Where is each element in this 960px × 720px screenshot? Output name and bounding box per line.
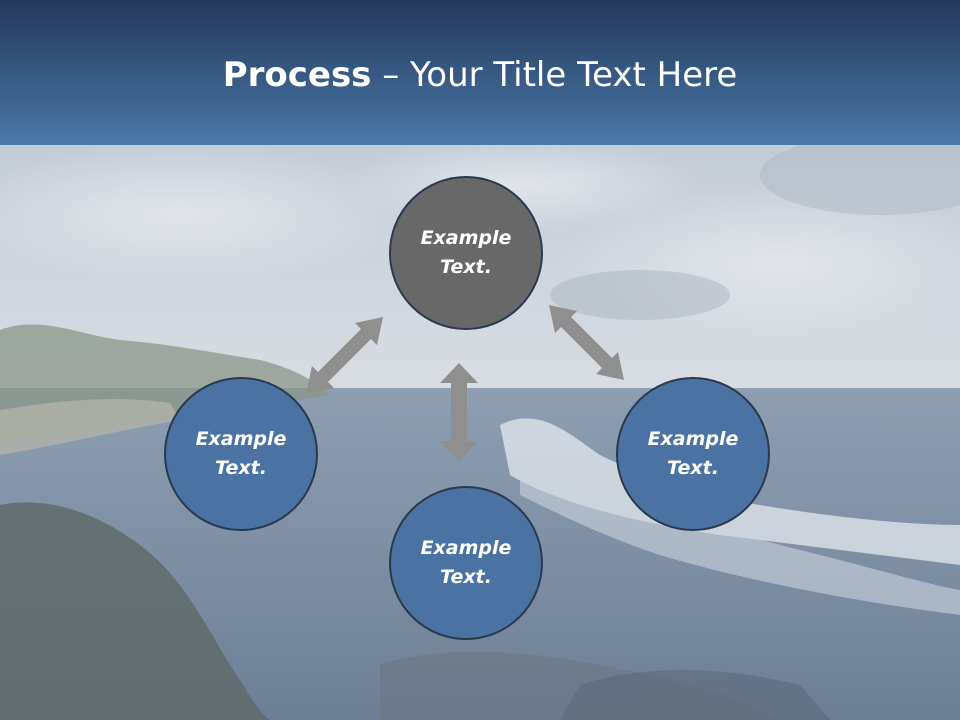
slide-header: Process – Your Title Text Here bbox=[0, 0, 960, 145]
process-node-top: Example Text. bbox=[389, 176, 543, 330]
process-node-bottom: Example Text. bbox=[389, 486, 543, 640]
process-node-left: Example Text. bbox=[164, 377, 318, 531]
process-node-right: Example Text. bbox=[616, 377, 770, 531]
arrow-top-right bbox=[549, 305, 624, 380]
title-bold: Process bbox=[222, 55, 372, 95]
process-node-right-label: Example Text. bbox=[647, 428, 739, 479]
process-node-left-label: Example Text. bbox=[195, 428, 287, 479]
process-node-bottom-label: Example Text. bbox=[420, 537, 512, 588]
arrow-top-left bbox=[306, 317, 383, 394]
title-rest: – Your Title Text Here bbox=[371, 55, 738, 95]
process-node-top-label: Example Text. bbox=[420, 227, 512, 278]
slide-title: Process – Your Title Text Here bbox=[0, 52, 960, 98]
arrow-vertical bbox=[440, 363, 478, 461]
